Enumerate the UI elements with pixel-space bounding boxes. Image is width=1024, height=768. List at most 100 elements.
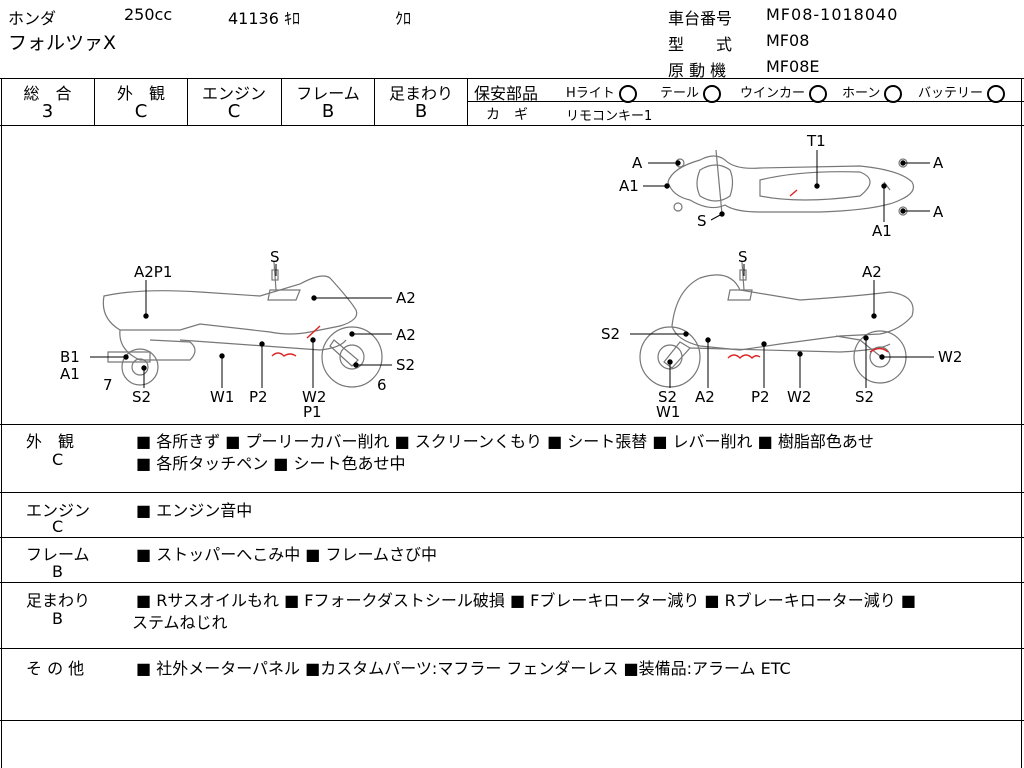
damage-label: A: [933, 203, 944, 221]
score-suspension-label: 足まわり: [388, 84, 453, 103]
safety-headlight: Hライト: [566, 82, 637, 103]
frame-no-label: 車台番号: [668, 9, 733, 28]
engine-value: MF08E: [766, 57, 820, 76]
score-frame: B: [321, 101, 335, 122]
score-suspension: B: [414, 101, 428, 122]
divider: [0, 720, 1024, 721]
damage-label: 7: [103, 376, 113, 394]
damage-label: A2: [862, 263, 882, 281]
score-frame-label: フレーム: [296, 84, 360, 103]
divider: [0, 492, 1024, 493]
damage-label: A: [632, 154, 643, 172]
damage-label: W2: [787, 388, 812, 406]
type-value: MF08: [766, 31, 810, 50]
ok-circle-icon: [703, 84, 722, 103]
damage-label: A2P1: [134, 263, 173, 281]
safety-item-label: テール: [660, 86, 700, 101]
maker: ホンダ: [8, 9, 57, 28]
safety-tail: テール: [660, 82, 722, 103]
type-label: 型 式: [668, 35, 733, 54]
scooter-top-view: [667, 149, 915, 216]
divider: [0, 537, 1024, 538]
safety-horn: ホーン: [842, 82, 903, 103]
remark-title-exterior: 外 観: [26, 432, 75, 451]
damage-label: P2: [249, 388, 268, 406]
divider: [281, 78, 282, 125]
score-total: 3: [41, 101, 54, 122]
key-label: カ ギ: [486, 107, 528, 123]
remark-line: ステムねじれ: [132, 613, 228, 632]
remark-grade-frame: B: [52, 562, 63, 581]
key-value: リモコンキー1: [566, 109, 653, 124]
score-engine-label: エンジン: [201, 84, 266, 103]
divider: [187, 78, 188, 125]
safety-battery: バッテリー: [918, 82, 1006, 103]
damage-label: S2: [396, 356, 416, 374]
divider: [0, 582, 1024, 583]
damage-label: S: [270, 248, 280, 266]
damage-label: S: [738, 248, 748, 266]
damage-label: P2: [751, 388, 770, 406]
divider: [374, 78, 375, 125]
remark-title-other: そ の 他: [26, 659, 85, 678]
damage-label: A: [933, 154, 944, 172]
damage-label: 6: [377, 376, 387, 394]
remark-line: ■ 各所きず ■ プーリーカバー削れ ■ スクリーンくもり ■ シート張替 ■ …: [136, 432, 874, 451]
divider: [1021, 78, 1022, 768]
frame-no: MF08-1018040: [766, 5, 899, 24]
divider: [94, 78, 95, 125]
safety-item-label: バッテリー: [918, 86, 984, 101]
damage-label: W2: [302, 388, 327, 406]
damage-label: A1: [619, 177, 639, 195]
remark-grade-exterior: C: [52, 450, 64, 469]
divider: [0, 125, 1024, 126]
damage-label: S: [697, 212, 707, 230]
damage-label: B1: [60, 348, 80, 366]
damage-label: T1: [807, 132, 826, 150]
ok-circle-icon: [884, 84, 903, 103]
safety-item-label: ホーン: [842, 86, 881, 101]
damage-label: S2: [855, 388, 875, 406]
damage-label: W1: [656, 403, 681, 421]
damage-label: A1: [872, 222, 892, 240]
damage-label: W2: [938, 348, 963, 366]
damage-label: P1: [303, 403, 322, 421]
model-name: フォルツァX: [8, 32, 117, 54]
color: ｸﾛ: [395, 9, 412, 28]
damage-label: A1: [60, 365, 80, 383]
remark-title-suspension: 足まわり: [26, 591, 91, 610]
damage-label: S2: [658, 388, 678, 406]
damage-label: S2: [601, 325, 621, 343]
divider: [0, 78, 1024, 79]
divider: [0, 648, 1024, 649]
remark-line: ■ エンジン音中: [136, 501, 253, 520]
score-exterior: C: [134, 101, 148, 122]
remark-line: ■ 社外メーターパネル ■カスタムパーツ:マフラー フェンダーレス ■装備品:ア…: [136, 659, 791, 678]
divider: [0, 424, 1024, 425]
damage-label: W1: [210, 388, 235, 406]
divider: [468, 101, 1024, 102]
damage-label: S2: [132, 388, 152, 406]
remark-grade-engine: C: [52, 517, 64, 536]
mileage: 41136 ｷﾛ: [228, 9, 300, 28]
divider: [467, 78, 468, 125]
ok-circle-icon: [618, 84, 637, 103]
ok-circle-icon: [987, 84, 1006, 103]
score-engine: C: [227, 101, 241, 122]
safety-item-label: Hライト: [566, 86, 615, 101]
ok-circle-icon: [809, 84, 828, 103]
safety-winker: ウインカー: [740, 82, 828, 103]
remark-title-engine: エンジン: [26, 501, 91, 520]
damage-label: A2: [396, 326, 416, 344]
remark-line: ■ ストッパーへこみ中 ■ フレームさび中: [136, 545, 438, 564]
damage-label: A2: [396, 289, 416, 307]
remark-grade-suspension: B: [52, 609, 63, 628]
safety-label: 保安部品: [474, 84, 539, 103]
remark-line: ■ 各所タッチペン ■ シート色あせ中: [136, 454, 406, 473]
remark-title-frame: フレーム: [26, 545, 90, 564]
safety-item-label: ウインカー: [740, 86, 806, 101]
damage-label: A2: [695, 388, 715, 406]
score-total-label: 総 合: [23, 84, 72, 103]
score-exterior-label: 外 観: [116, 84, 165, 103]
